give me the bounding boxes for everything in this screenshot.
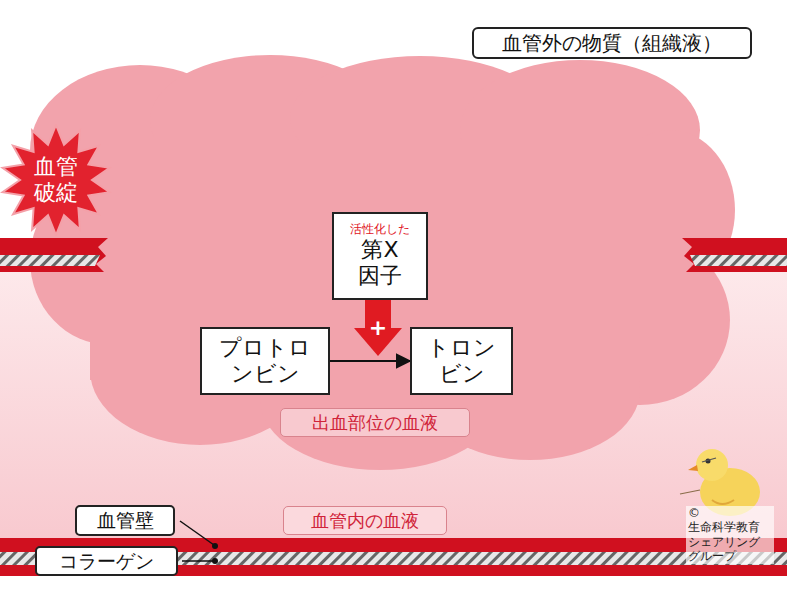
plus-sign: +	[369, 315, 387, 341]
leader-line	[182, 560, 214, 562]
node-text: 血管 破綻	[26, 154, 86, 207]
node-text: プロトロ ンビン	[215, 335, 315, 388]
region-label: 出血部位の血液	[280, 408, 470, 437]
watermark: © 生命科学教育 シェアリング グループ	[686, 506, 774, 564]
activation-arrow	[354, 300, 402, 356]
region-label: 血管内の血液	[283, 506, 447, 535]
node-text: コラーゲン	[59, 550, 154, 573]
part-label: コラーゲン	[35, 546, 178, 577]
process-box: トロン ビン	[410, 327, 513, 395]
reaction-arrow	[330, 360, 410, 362]
node-text: 第X 因子	[350, 237, 410, 290]
node-text: 血管外の物質（組織液）	[502, 31, 722, 55]
node-text: 出血部位の血液	[312, 412, 438, 434]
leader-line	[180, 521, 214, 545]
node-text: 血管内の血液	[311, 510, 419, 532]
process-box: プロトロ ンビン	[200, 327, 330, 395]
leader-dot	[212, 558, 218, 564]
leader-dot	[212, 543, 218, 549]
node-text: 血管壁	[97, 509, 154, 532]
part-label: 血管壁	[75, 505, 175, 536]
process-box: 活性化した第X 因子	[332, 212, 428, 300]
context-box: 血管外の物質（組織液）	[472, 27, 752, 59]
burst-shape: 血管 破綻	[0, 124, 112, 236]
node-subtitle: 活性化した	[350, 222, 410, 236]
bleeding-cloud	[30, 55, 735, 470]
vessel-wall-bottom	[0, 538, 787, 576]
node-text: トロン ビン	[422, 335, 502, 388]
